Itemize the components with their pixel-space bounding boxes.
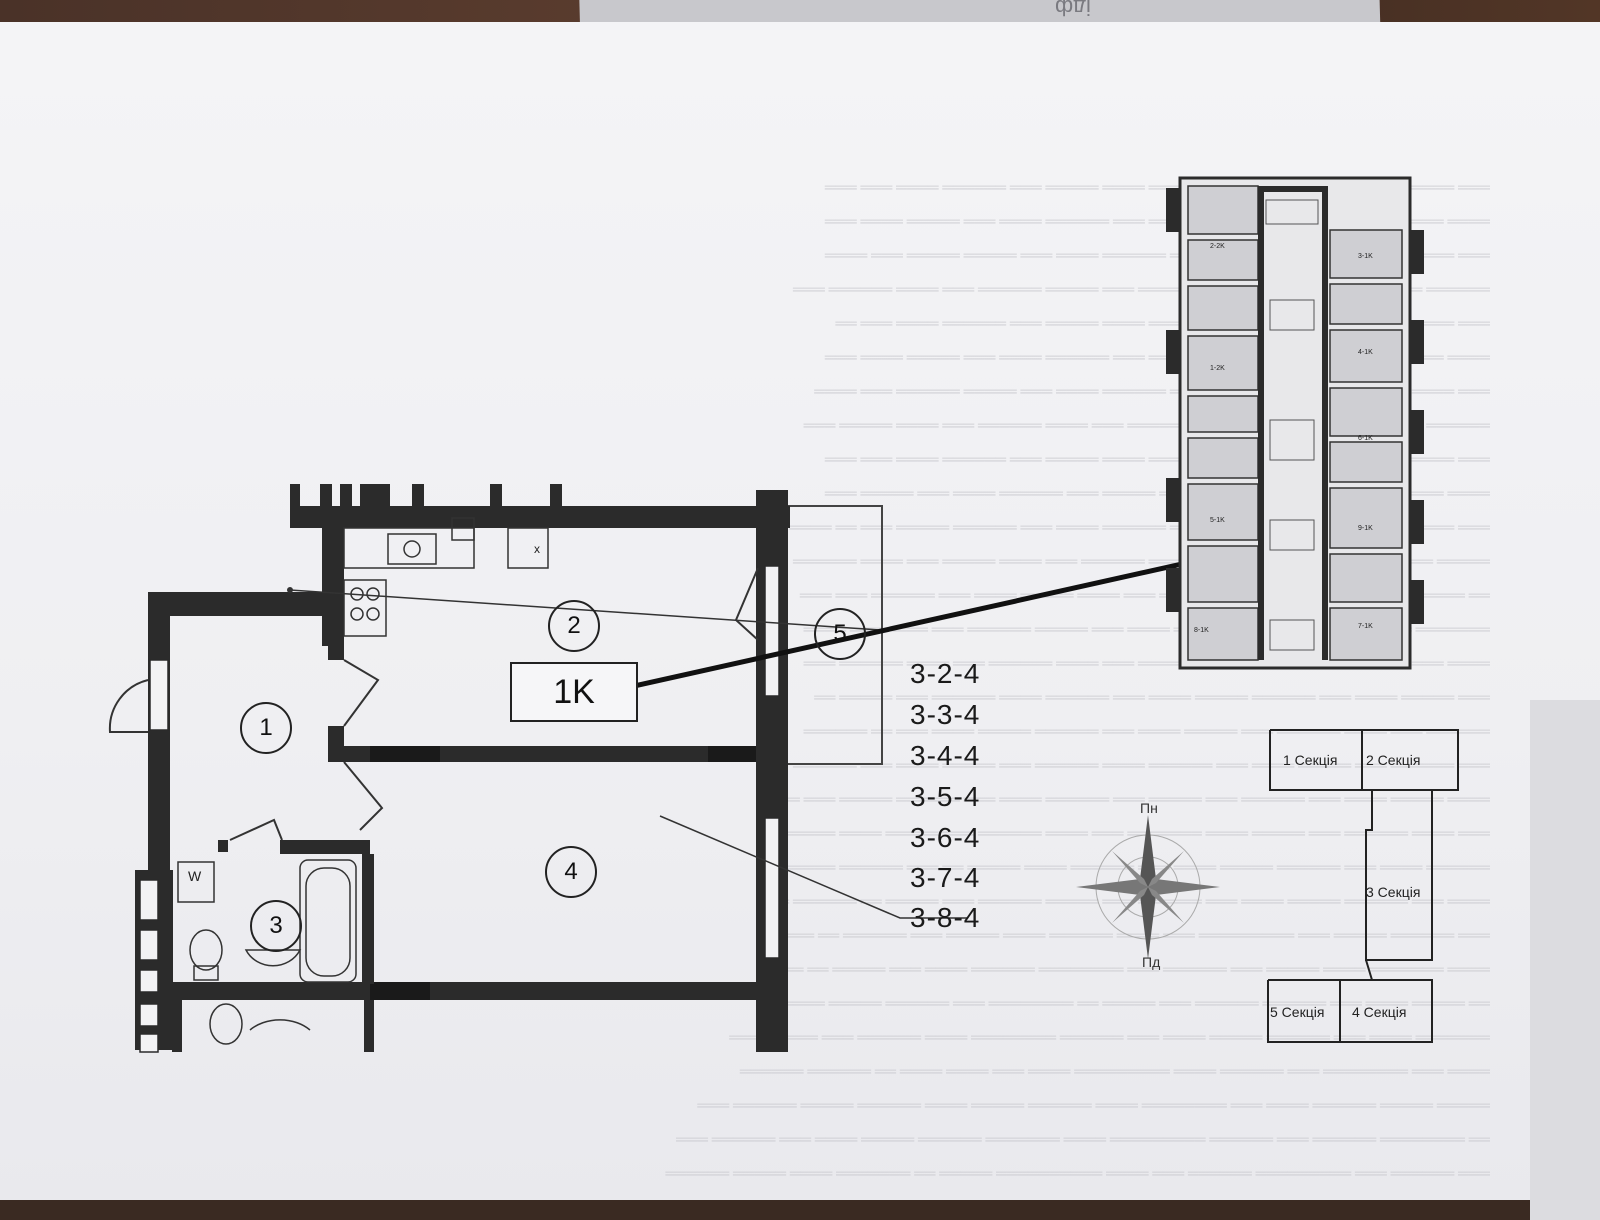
room-5-marker: 5 [814,608,866,660]
room-4-marker: 4 [545,846,597,898]
section-2-label: 2 Секція [1366,752,1421,768]
compass-south-label: Пд [1142,954,1161,970]
unit-label: 8-1K [1194,627,1209,634]
section-4-label: 4 Секція [1352,1004,1407,1020]
entrance-door [108,679,149,733]
unit-label: 5-1K [1210,517,1225,524]
location-arrow [579,537,1291,701]
room-2-marker: 2 [548,600,600,652]
compass-rose [1076,815,1220,959]
unit-label: 9-1K [1358,525,1373,532]
section-floor-plan: 2-2K 3-1K 4-1K 1-2K 5-1K 6-1K 9-1K 8-1K … [1166,176,1424,670]
washer-label: W [188,868,202,884]
apartment-type-label: 1K [510,662,638,722]
room-1-marker: 1 [240,702,292,754]
walls [135,484,790,1052]
room-3-marker: 3 [250,900,302,952]
unit-label: 7-1K [1358,623,1373,630]
unit-label: 3-1K [1358,253,1373,260]
floor-code: 3-7-4 [910,862,981,893]
underlying-sheet [1530,700,1600,1220]
floor-code: 3-2-4 [910,658,981,689]
section-3-label: 3 Секція [1366,884,1421,900]
section-1-label: 1 Секція [1283,752,1338,768]
floor-code: 3-5-4 [910,781,981,812]
windows [139,565,780,1053]
unit-label: 4-1K [1358,349,1373,356]
floor-code: 3-4-4 [910,740,981,771]
compass-north-label: Пн [1140,800,1158,816]
kitchen-fixtures [343,517,549,637]
floor-code: 3-6-4 [910,822,981,853]
floor-codes-pointer [659,815,968,919]
section-5-label: 5 Секція [1270,1004,1325,1020]
unit-label: 2-2K [1210,243,1225,250]
unit-label: 6-1K [1358,435,1373,442]
floor-code: 3-3-4 [910,699,981,730]
unit-label: 1-2K [1210,365,1225,372]
floor-code: 3-8-4 [910,902,981,933]
sections-key-map [1267,729,1459,1043]
cabinet-label: x [534,542,540,556]
bathroom-fixtures [177,859,357,1045]
